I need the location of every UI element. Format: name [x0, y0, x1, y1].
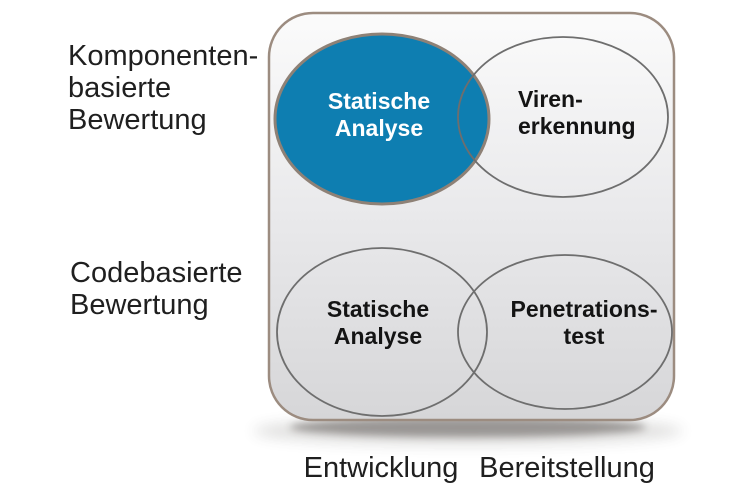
ellipse-statische-analyse-code	[276, 247, 488, 417]
ellipse-statische-analyse-komponenten	[273, 32, 491, 206]
column-label-bereitstellung: Bereitstellung	[479, 452, 655, 484]
column-label-entwicklung: Entwicklung	[303, 452, 459, 484]
ellipse-penetrationstest	[457, 254, 673, 410]
ellipse-viren-erkennung	[457, 36, 669, 198]
row-label-komponentenbasierte-bewertung: Komponenten- basierte Bewertung	[68, 40, 259, 136]
cell-label-viren-erkennung: Viren- erkennung	[518, 86, 636, 139]
box-shadow	[290, 417, 646, 437]
cell-label-penetrationstest: Penetrations- test	[510, 296, 658, 349]
cell-label-statische-analyse-top: Statische Analyse	[327, 88, 431, 141]
row-label-codebasierte-bewertung: Codebasierte Bewertung	[70, 257, 243, 321]
cell-label-statische-analyse-bottom: Statische Analyse	[326, 296, 430, 349]
